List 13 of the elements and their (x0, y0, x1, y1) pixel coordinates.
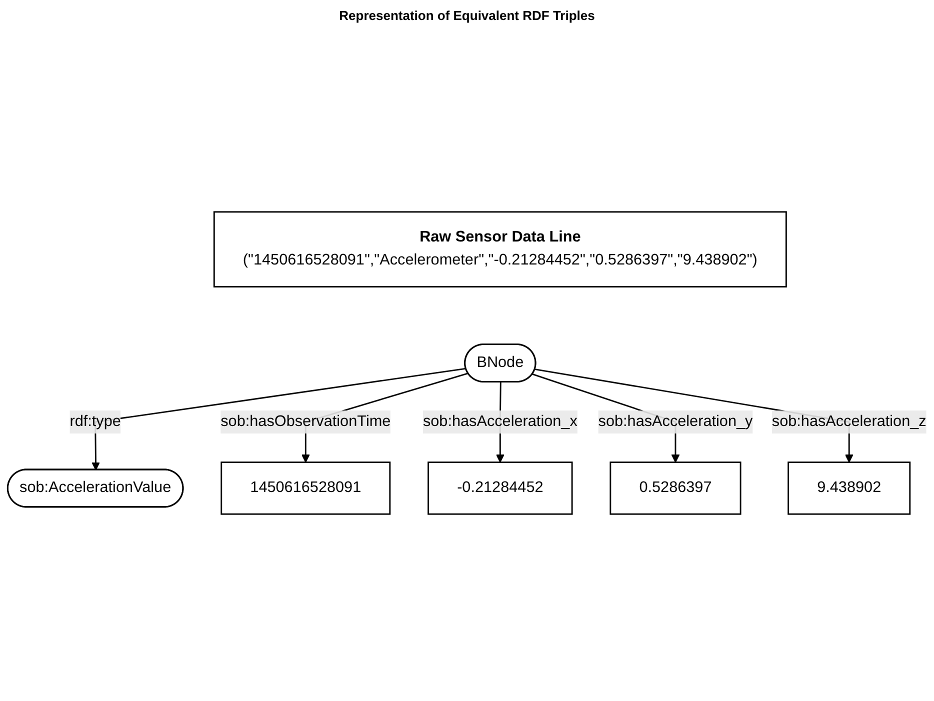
edge-label: sob:hasAcceleration_x (422, 413, 578, 430)
node-box: -0.21284452 (428, 462, 573, 515)
edge-label: sob:hasAcceleration_y (598, 413, 753, 430)
node-box: Raw Sensor Data Line ("1450616528091","Accelerometer","-0.21284452","0.5286397","9.438902") (213, 211, 787, 288)
node-box: 0.5286397 (610, 462, 742, 515)
node-box: 1450616528091 (220, 462, 391, 515)
section-heading: Representation of Equivalent RDF Triples (339, 8, 595, 23)
edge-label: sob:hasAcceleration_z (772, 413, 926, 430)
arrow (534, 368, 854, 463)
edge-label: rdf:type (70, 413, 121, 430)
edge-label: sob:hasObservationTime (220, 413, 391, 430)
arrow (92, 368, 466, 470)
node-box: 9.438902 (788, 462, 911, 515)
